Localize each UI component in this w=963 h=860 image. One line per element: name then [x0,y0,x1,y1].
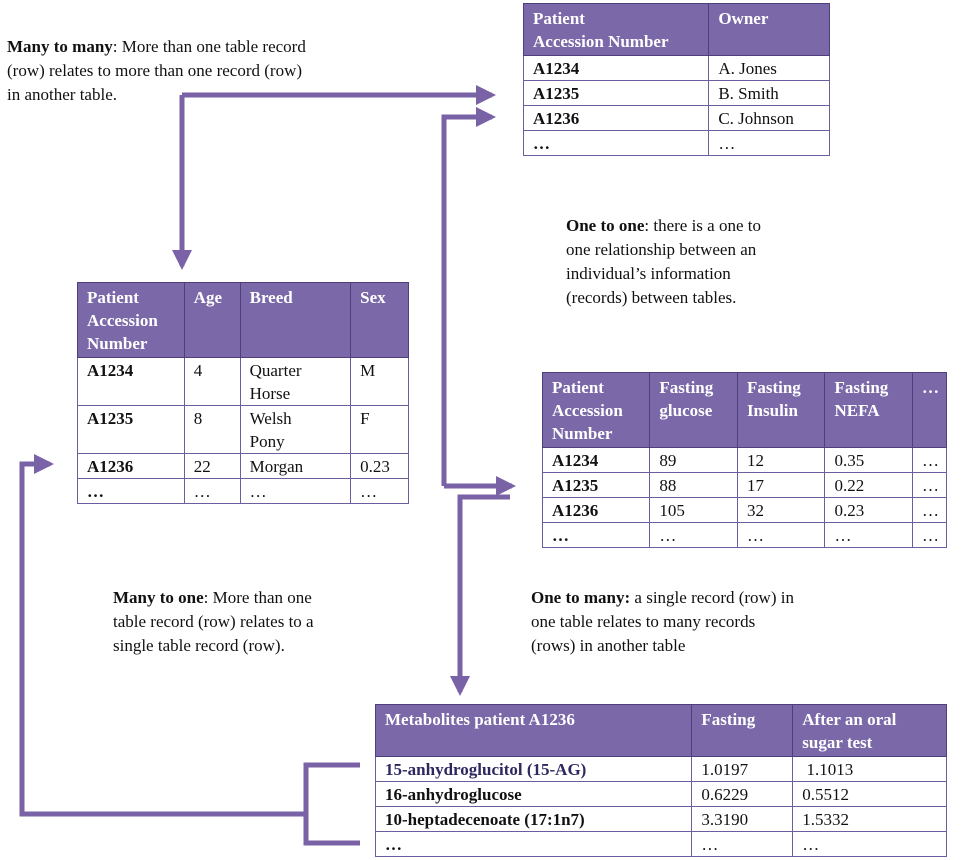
one-to-one-annotation: One to one: there is a one to one relati… [566,214,866,310]
header-owner: Owner [708,3,830,56]
table-row: … … … … … [541,522,948,548]
many-to-many-text-3: in another table. [7,85,117,104]
table-row: … … … … [77,478,409,504]
many-to-many-text-2: (row) relates to more than one record (r… [7,61,303,80]
cell-accession: … [541,522,651,548]
header-metabolites-patient: Metabolites patient A1236 [374,704,693,757]
cell-owner: B. Smith [708,80,830,106]
cell-glucose: … [649,522,738,548]
cell-metabolite: 16-anhydroglucose [374,781,693,807]
table-row: 16-anhydroglucose 0.6229 0.5512 [374,781,947,807]
cell-metabolite: … [374,831,693,857]
table-row: … … … [374,831,947,857]
one-to-many-title: One to many: [531,588,631,607]
table-row: … … [522,130,830,156]
header-age: Age [183,282,241,358]
many-to-one-text-1: : More than one [203,588,312,607]
cell-accession: A1234 [77,357,185,406]
many-to-one-annotation: Many to one: More than one table record … [113,586,413,658]
one-to-one-text-2: one relationship between an [566,240,757,259]
cell-after-sugar-test: 0.5512 [792,781,947,807]
many-to-one-title: Many to one [113,588,204,607]
many-to-many-annotation: Many to many: More than one table record… [7,35,407,107]
cell-accession: … [522,130,710,156]
cell-fasting: … [691,831,794,857]
cell-age: … [183,478,241,504]
one-to-one-text-3: individual’s information [566,264,731,283]
one-to-many-annotation: One to many: a single record (row) in on… [531,586,861,658]
cell-fasting: 3.3190 [691,806,794,832]
table-row: 10-heptadecenoate (17:1n7) 3.3190 1.5332 [374,806,947,832]
cell-glucose: 88 [649,472,738,498]
one-to-many-text-1: a single record (row) in [630,588,794,607]
table-row: A1234 89 12 0.35 … [541,447,948,473]
one-to-many-text-2: one table relates to many records [531,612,756,631]
cell-accession: A1236 [541,497,651,523]
cell-fasting: 0.6229 [691,781,794,807]
cell-after-sugar-test: … [792,831,947,857]
many-to-one-bracket [19,464,360,846]
cell-insulin: 32 [736,497,826,523]
cell-owner: … [708,130,830,156]
one-to-many-arrow [450,494,510,696]
cell-more: … [911,472,948,498]
cell-insulin: … [736,522,826,548]
cell-accession: A1236 [522,105,710,131]
metabolite-table-header: Metabolites patient A1236 Fasting After … [374,704,947,757]
cell-sex: 0.23 [350,453,409,479]
cell-nefa: … [824,522,913,548]
cell-glucose: 89 [649,447,738,473]
cell-breed: … [239,478,352,504]
cell-after-sugar-test: 1.1013 [792,756,947,782]
one-to-one-title: One to one [566,216,645,235]
one-to-one-arrow-to-owner [441,107,496,486]
many-to-many-title: Many to many [7,37,113,56]
cell-after-sugar-test: 1.5332 [792,806,947,832]
cell-more: … [911,522,948,548]
cell-sex: … [350,478,409,504]
one-to-many-text-3: (rows) in another table [531,636,686,655]
one-to-one-text-1: : there is a one to [644,216,761,235]
table-row: A1234 A. Jones [522,55,830,81]
cell-accession: A1236 [77,453,185,479]
many-to-many-text-1: : More than one table record [112,37,306,56]
cell-age: 4 [183,357,241,406]
many-to-one-text-2: table record (row) relates to a [113,612,314,631]
header-more-columns: … [911,372,948,448]
one-to-one-text-4: (records) between tables. [566,288,737,307]
table-row: A1236 22 Morgan 0.23 [77,453,409,479]
header-breed: Breed [239,282,352,358]
many-to-one-text-3: single table record (row). [113,636,285,655]
table-row: A1235 B. Smith [522,80,830,106]
cell-breed: Morgan [239,453,352,479]
metabolite-table: Metabolites patient A1236 Fasting After … [374,704,947,857]
cell-accession: … [77,478,185,504]
cell-metabolite: 15-anhydroglucitol (15-AG) [374,756,693,782]
